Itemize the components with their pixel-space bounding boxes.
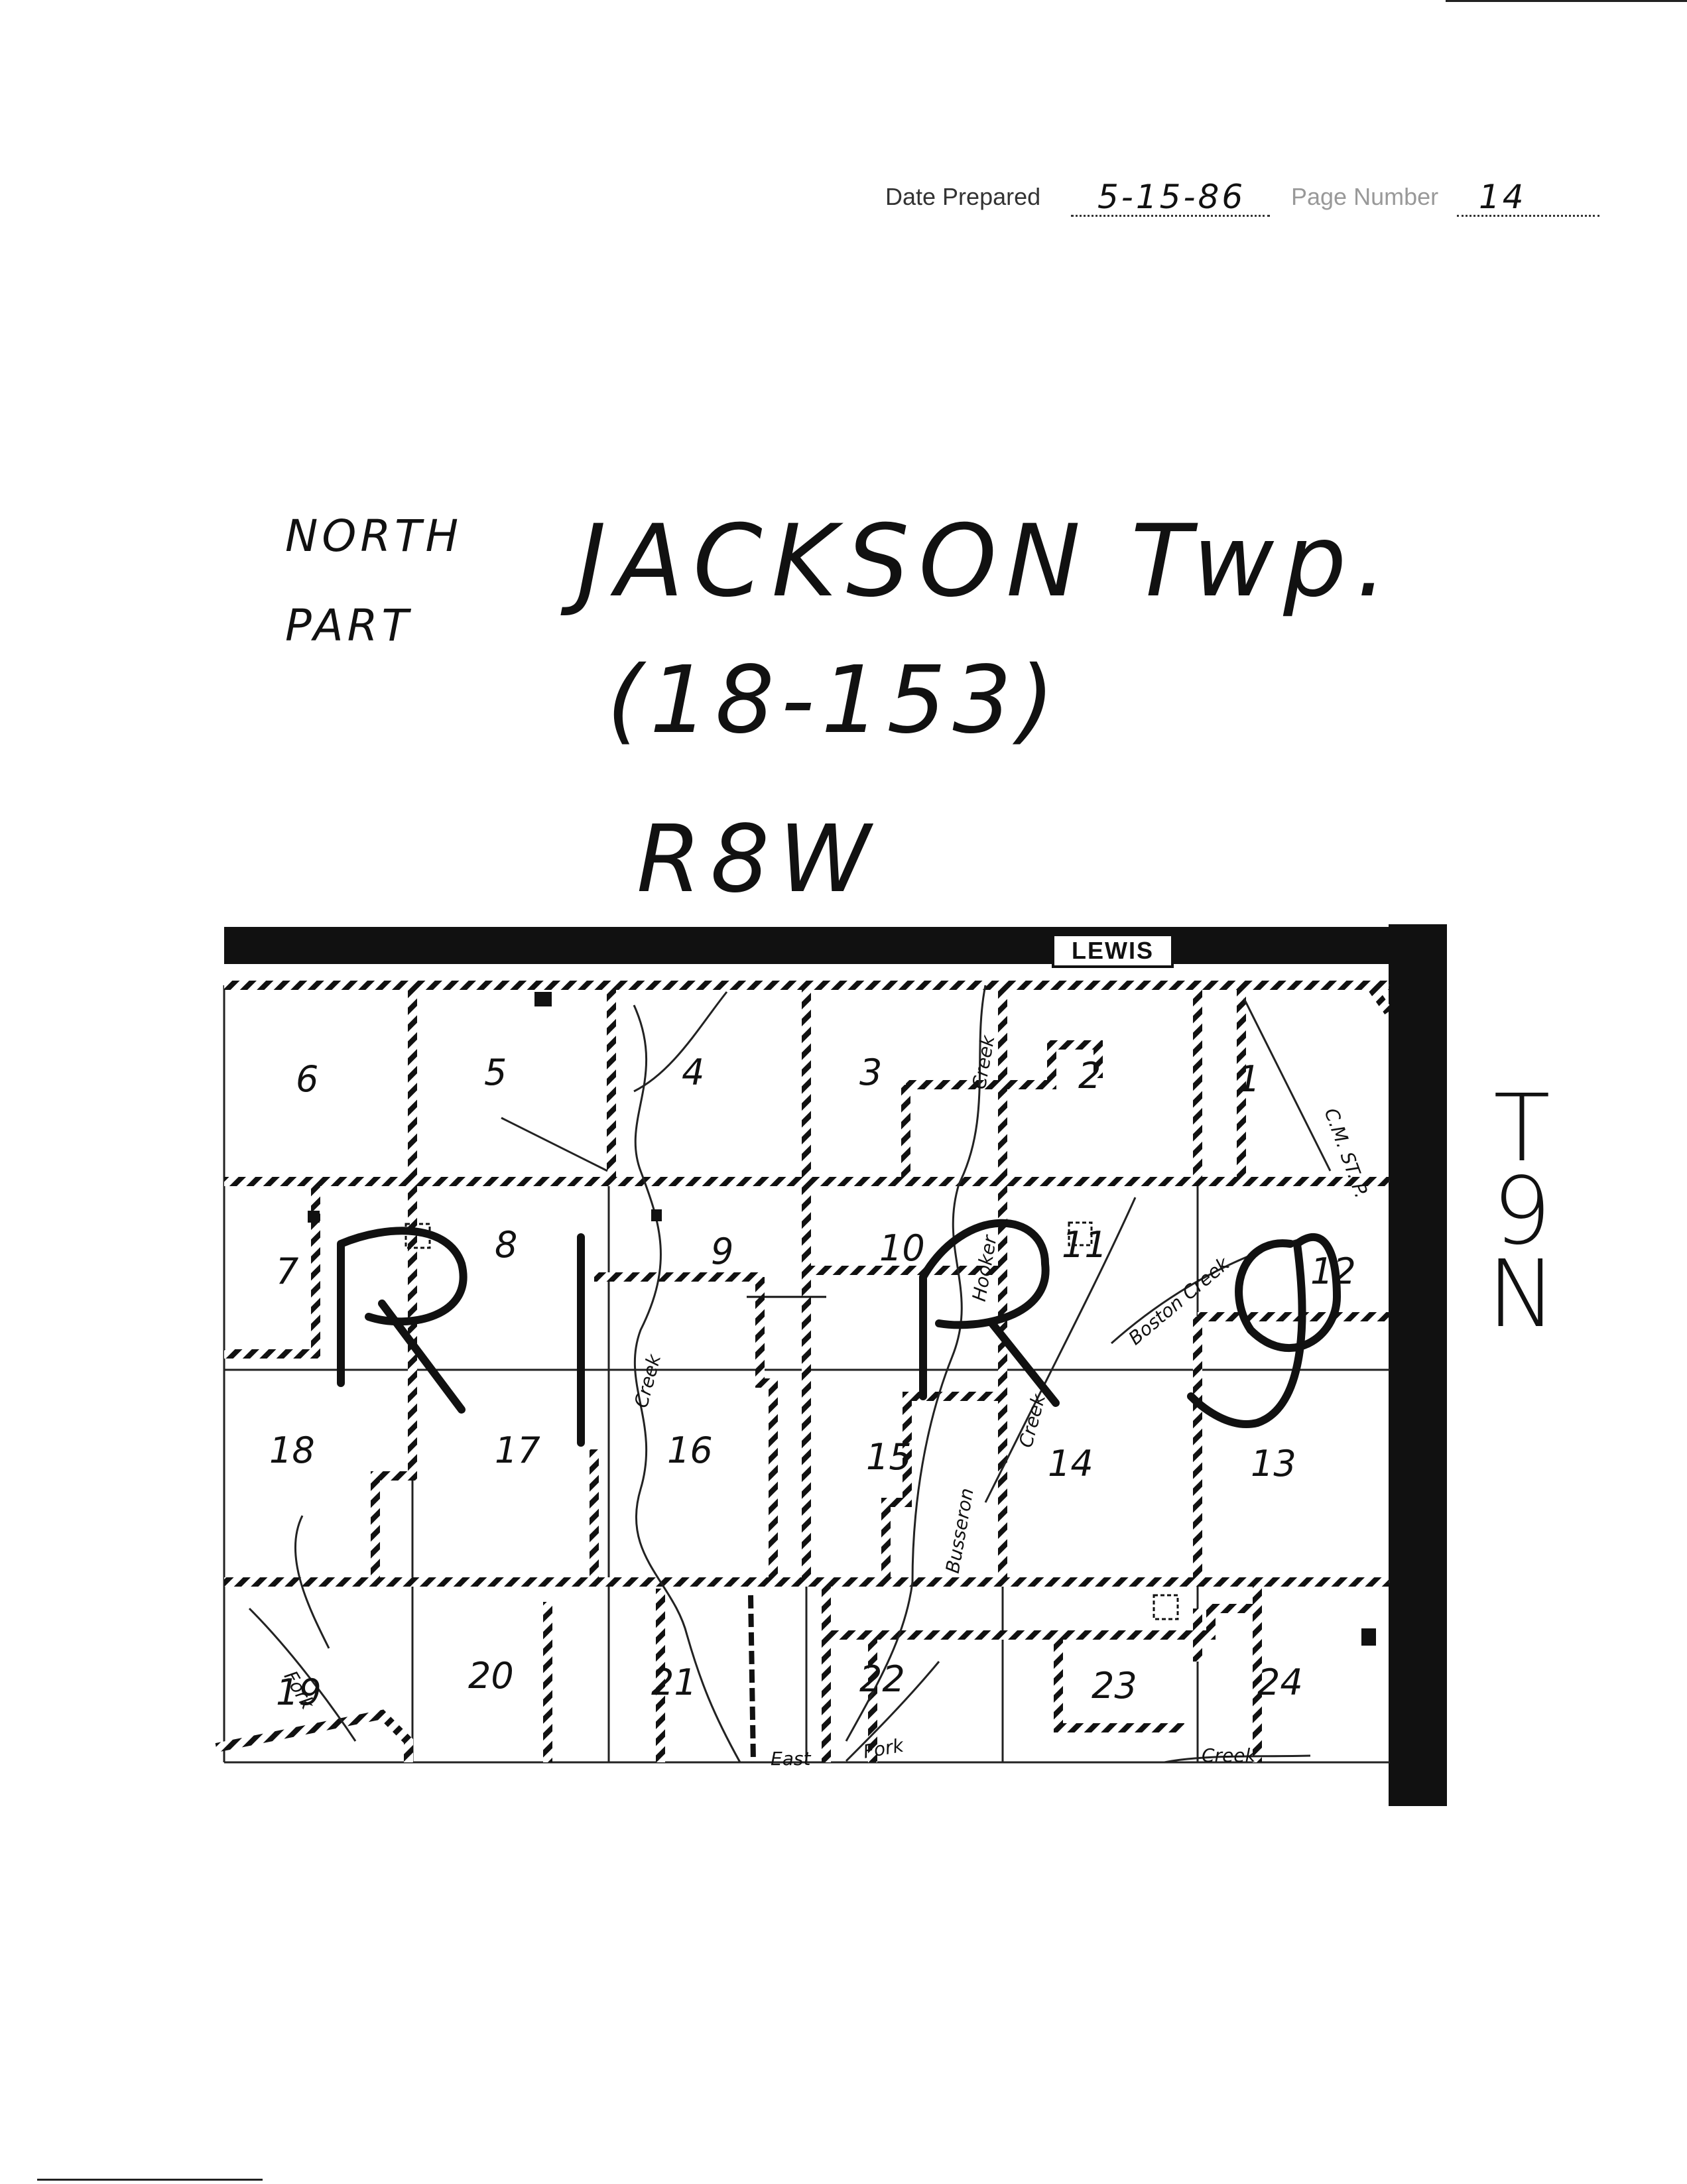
township-map: PP9 LEWIS 6 5 4 3 2 1 7 8 9 10 11 12 18 … xyxy=(210,919,1447,1807)
date-underline xyxy=(1071,215,1270,217)
road-sign-lewis: LEWIS xyxy=(1052,934,1174,968)
date-value: 5-15-86 xyxy=(1097,178,1246,216)
streams xyxy=(248,985,1332,1764)
section-2: 2 xyxy=(1078,1055,1101,1097)
section-20: 20 xyxy=(468,1655,514,1697)
north-label: NORTH xyxy=(285,511,463,562)
section-12: 12 xyxy=(1310,1250,1356,1292)
section-14: 14 xyxy=(1048,1443,1093,1485)
map-graphic: PP9 xyxy=(215,924,1447,1806)
date-label: Date Prepared xyxy=(885,183,1041,210)
section-4: 4 xyxy=(682,1052,705,1093)
section-7: 7 xyxy=(276,1250,299,1292)
tier-letter-t: T xyxy=(1493,1075,1550,1183)
page-underline xyxy=(1457,215,1599,217)
section-22: 22 xyxy=(859,1658,905,1700)
section-3: 3 xyxy=(859,1052,883,1093)
section-17: 17 xyxy=(495,1429,540,1471)
section-24: 24 xyxy=(1257,1662,1303,1703)
section-18: 18 xyxy=(269,1429,315,1471)
section-9: 9 xyxy=(711,1231,734,1272)
section-13: 13 xyxy=(1251,1443,1296,1485)
tier-label: T 9 N xyxy=(1472,1075,1572,1349)
township-code: (18-153) xyxy=(607,646,1062,755)
section-21: 21 xyxy=(651,1662,697,1703)
east-border-bar xyxy=(1389,924,1447,1806)
section-19: 19 xyxy=(276,1671,322,1713)
section-15: 15 xyxy=(866,1436,912,1478)
township-title: JACKSON Twp. xyxy=(577,504,1397,619)
range-label: R8W xyxy=(637,806,880,914)
page-value: 14 xyxy=(1479,178,1527,216)
date-prepared-line: Date Prepared 5-15-86 Page Number 14 xyxy=(885,178,1601,224)
roads xyxy=(215,981,1393,1763)
section-8: 8 xyxy=(495,1224,518,1266)
section-23: 23 xyxy=(1092,1665,1137,1707)
section-5: 5 xyxy=(484,1052,507,1093)
section-10: 10 xyxy=(879,1227,925,1269)
section-1: 1 xyxy=(1237,1058,1261,1100)
section-11: 11 xyxy=(1062,1224,1107,1266)
handwritten-marks xyxy=(337,1219,1341,1447)
section-6: 6 xyxy=(296,1058,319,1100)
label-creek-bottom: Creek xyxy=(1202,1744,1256,1766)
tier-number: 9 xyxy=(1492,1158,1552,1266)
tier-letter-n: N xyxy=(1487,1241,1557,1349)
top-rule xyxy=(1446,0,1687,2)
part-label: PART xyxy=(285,600,412,651)
label-east: East xyxy=(771,1748,811,1770)
bottom-rule xyxy=(37,2179,263,2181)
cemeteries xyxy=(405,1221,1179,1620)
section-16: 16 xyxy=(667,1429,713,1471)
north-border-bar xyxy=(224,927,1415,964)
page-label: Page Number xyxy=(1291,183,1439,210)
structures xyxy=(308,992,1376,1646)
